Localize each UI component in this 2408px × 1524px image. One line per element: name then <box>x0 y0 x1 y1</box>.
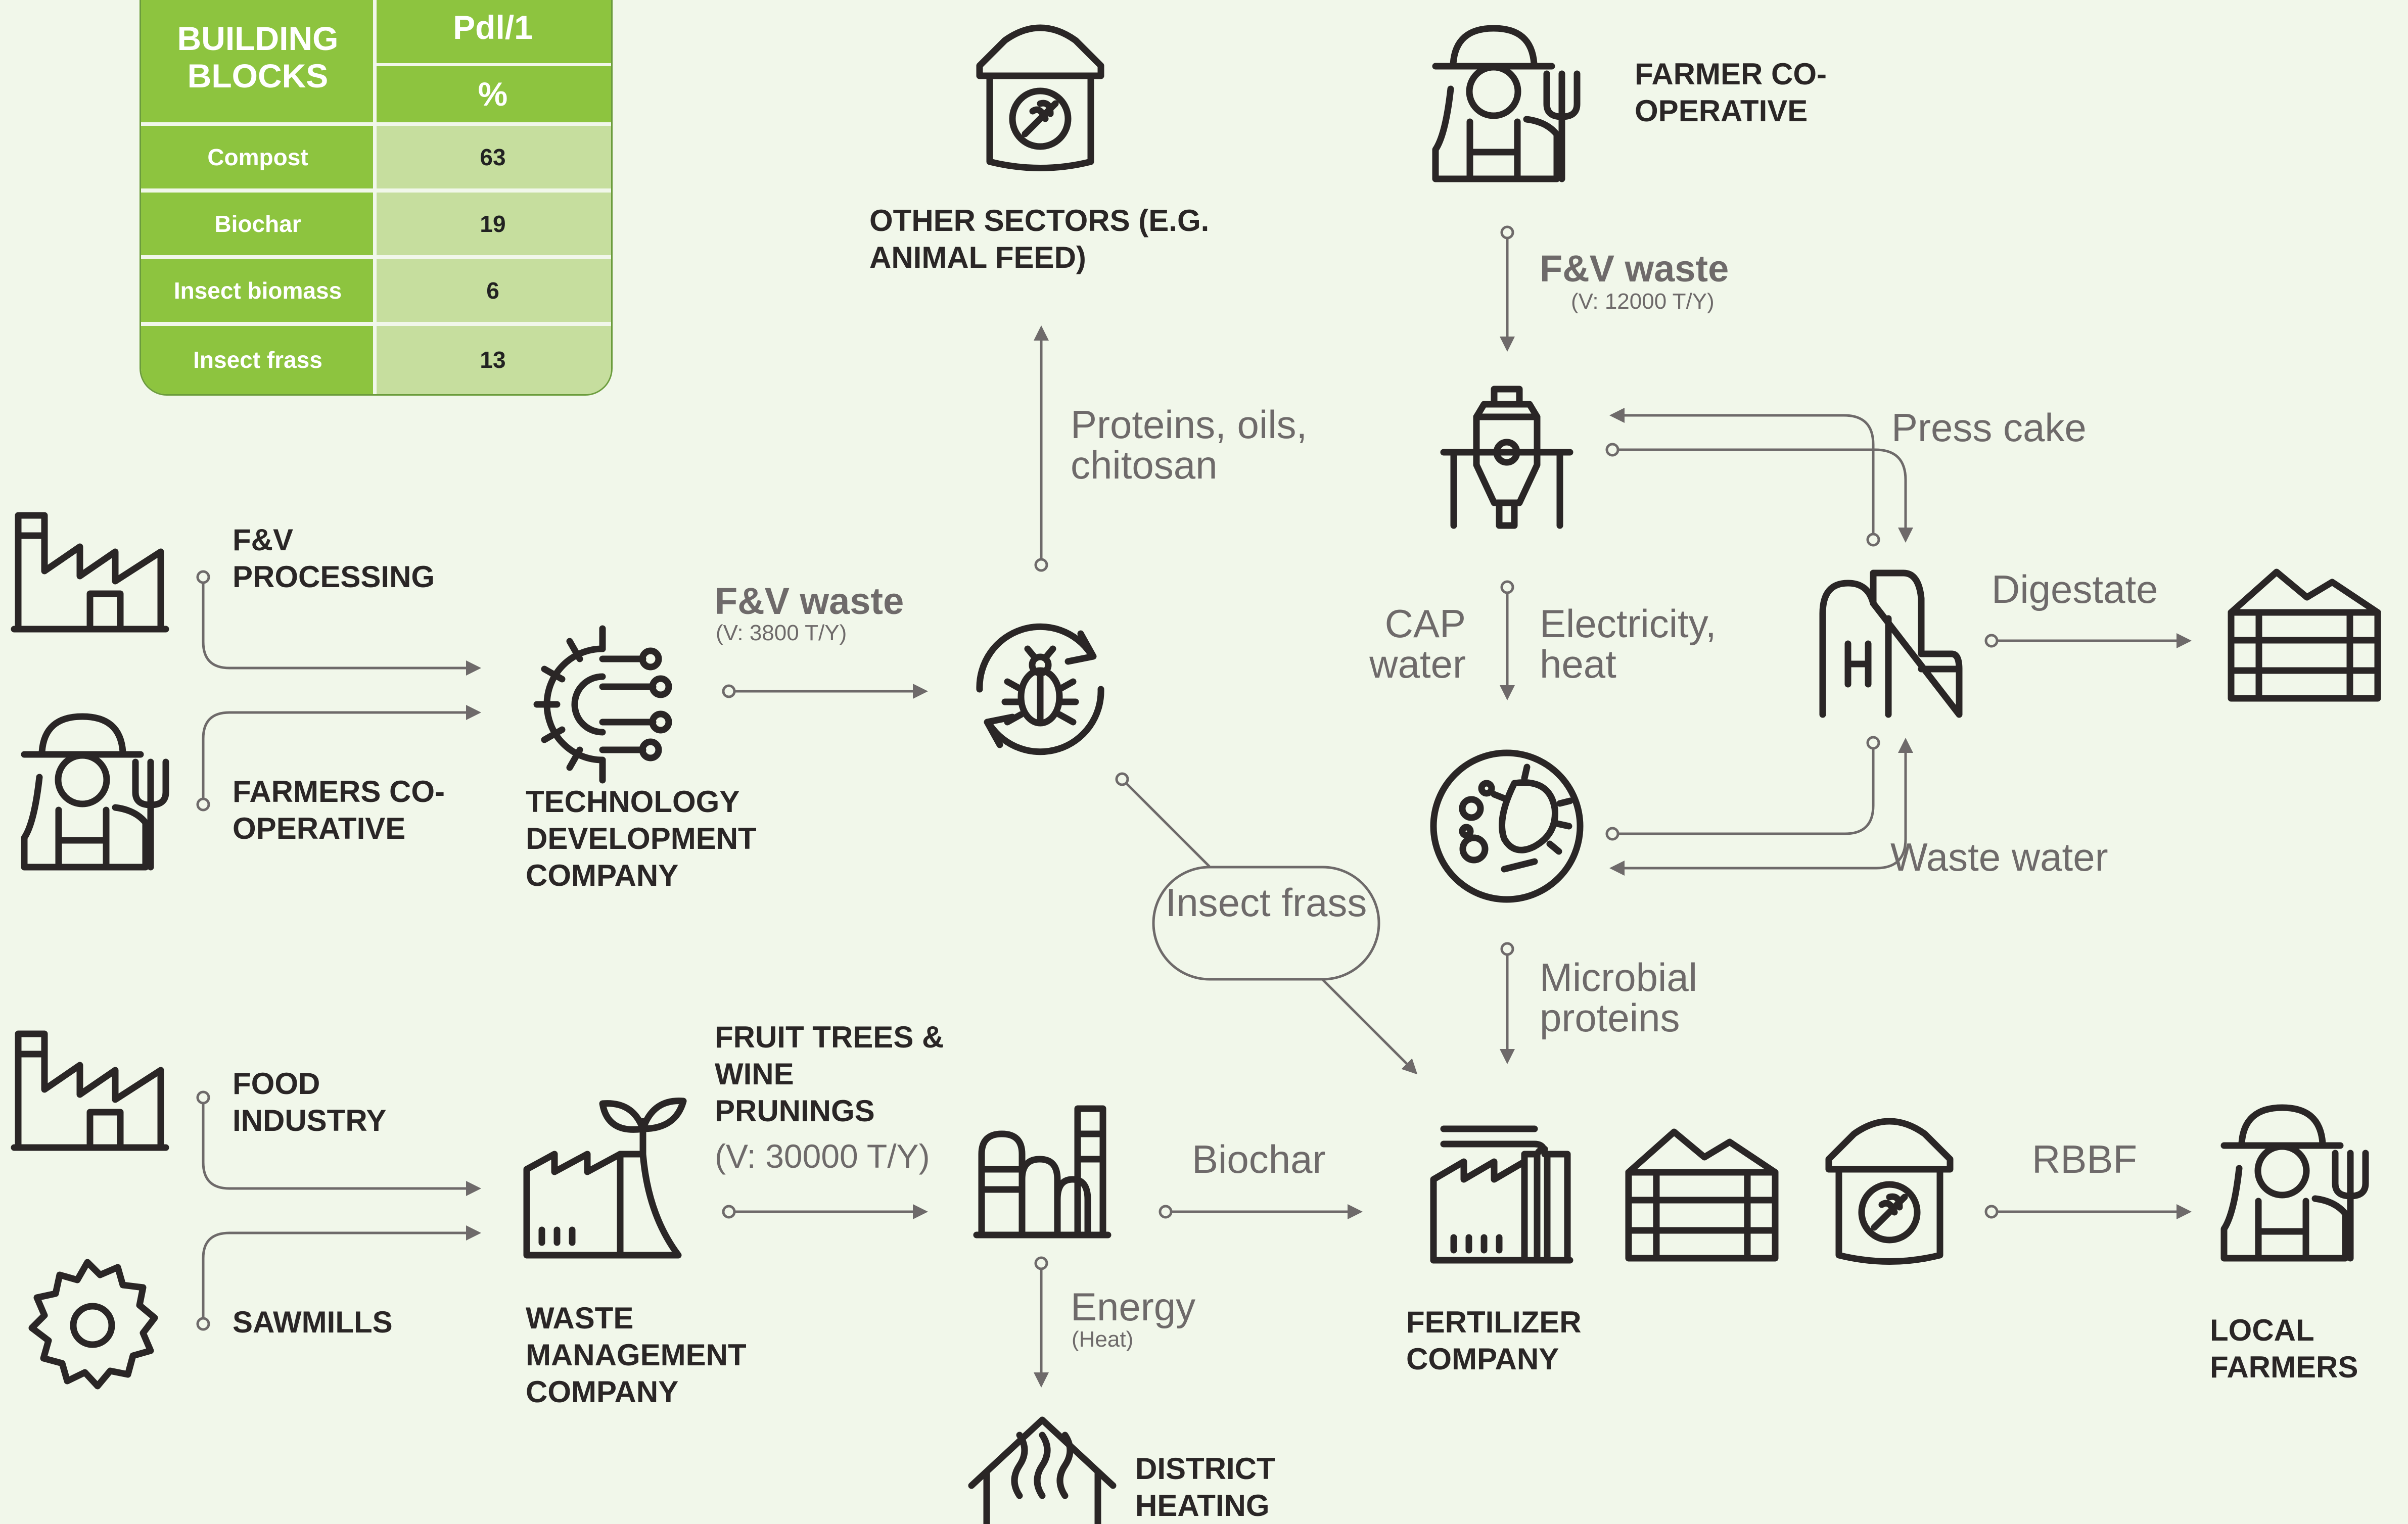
table-row-name: Insect biomass <box>141 259 375 322</box>
table-header-pdl: Pdl/1 <box>375 0 611 64</box>
building-blocks-table: BUILDING BLOCKS Pdl/1 Pdl/1 % Compost 63… <box>140 0 613 396</box>
node-food-industry: FOOD INDUSTRY <box>233 1067 387 1137</box>
farmer-icon <box>1432 25 1581 182</box>
farmer-icon <box>2220 1104 2369 1262</box>
flow-insect-frass: Insect frass <box>1165 880 1367 925</box>
connector-insect-frass-a <box>1121 778 1211 868</box>
node-sawmills: SAWMILLS <box>233 1305 393 1339</box>
node-farmer-cooperative: FARMER CO-OPERATIVE <box>1635 57 1827 128</box>
feed-sack-icon <box>1825 1118 1954 1265</box>
node-technology-development: TECHNOLOGY DEVELOPMENT COMPANY <box>526 785 757 892</box>
factory-icon <box>11 512 169 633</box>
flow-microbial-proteins: Microbial proteins <box>1540 955 1698 1040</box>
flow-cap-water: CAP water <box>1369 601 1466 686</box>
flow-fv-waste-left: F&V waste <box>715 580 904 622</box>
flow-waste-water: Waste water <box>1890 835 2108 879</box>
feed-sack-icon <box>976 24 1104 171</box>
insect-frass-pill <box>1152 866 1380 981</box>
flow-press-cake: Press cake <box>1891 405 2087 450</box>
microbe-icon <box>1430 749 1584 903</box>
flow-fv-waste-top: F&V waste <box>1540 248 1729 290</box>
technology-gear-icon <box>533 625 672 784</box>
flow-fv-waste-left-volume: (V: 3800 T/Y) <box>716 621 847 645</box>
press-reactor-icon <box>1440 386 1573 529</box>
node-local-farmers: LOCAL FARMERS <box>2210 1313 2358 1384</box>
flow-biochar: Biochar <box>1192 1137 1326 1181</box>
connector-farmers-left <box>202 705 481 806</box>
insect-recycle-icon <box>976 623 1104 755</box>
digester-icon <box>1819 569 1963 718</box>
table-row-value: 13 <box>375 325 611 394</box>
sprout-factory-icon <box>523 1098 687 1259</box>
flow-electricity-heat: Electricity, heat <box>1540 601 1717 686</box>
fertilizer-factory-icon <box>1430 1125 1573 1264</box>
biomass-plant-icon <box>973 1105 1112 1239</box>
flow-energy-heat: (Heat) <box>1072 1327 1134 1352</box>
flow-proteins: Proteins, oils, chitosan <box>1071 402 1308 487</box>
connector-insect-frass-b <box>1321 978 1418 1075</box>
node-farmers-cooperative: FARMERS CO-OPERATIVE <box>233 775 445 845</box>
district-heating-icon <box>968 1416 1117 1524</box>
table-header-left: BUILDING BLOCKS <box>141 0 375 124</box>
table-row-name: Biochar <box>141 192 375 255</box>
connector-waste-water-in <box>1611 741 1875 835</box>
connector-fv-processing <box>202 576 481 676</box>
node-fertilizer: FERTILIZER COMPANY <box>1406 1305 1582 1376</box>
table-row-name: Compost <box>141 125 375 188</box>
table-row-name: Insect frass <box>141 325 375 394</box>
connector-sawmills <box>202 1225 481 1325</box>
table-row-value: 6 <box>375 259 611 322</box>
farmer-icon <box>21 713 169 871</box>
connector-waste-water-out <box>1609 745 1907 876</box>
table-row-value: 19 <box>375 192 611 255</box>
node-other-sectors: OTHER SECTORS (E.G. ANIMAL FEED) <box>869 204 1210 274</box>
compost-bin-icon <box>1625 1128 1779 1262</box>
table-header-unit: % <box>375 66 611 122</box>
node-fv-processing: F&V PROCESSING <box>233 523 435 594</box>
flow-fv-waste-top-volume: (V: 12000 T/Y) <box>1571 289 1715 314</box>
connector-press-cake-in <box>1609 408 1875 541</box>
compost-bin-icon <box>2228 568 2381 702</box>
connector-food-industry <box>202 1096 481 1196</box>
table-row-value: 63 <box>375 125 611 188</box>
saw-blade-icon <box>28 1259 158 1390</box>
node-waste-management: WASTE MANAGEMENT COMPANY <box>526 1301 747 1409</box>
flow-rbbf: RBBF <box>2032 1137 2138 1181</box>
node-district-heating: DISTRICT HEATING <box>1135 1452 1275 1522</box>
flow-digestate: Digestate <box>1992 567 2158 611</box>
factory-icon <box>11 1030 169 1151</box>
flow-prunings: FRUIT TREES & WINE PRUNINGS <box>715 1020 944 1128</box>
connector-press-cake-out <box>1611 448 1913 543</box>
flow-energy: Energy <box>1071 1284 1196 1329</box>
flow-prunings-volume: (V: 30000 T/Y) <box>715 1137 930 1175</box>
